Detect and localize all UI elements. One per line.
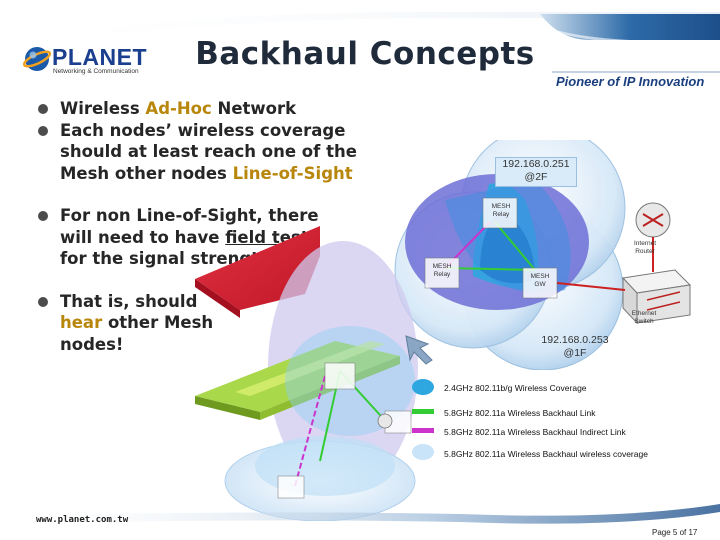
footer-url-link[interactable]: www.planet.com.tw bbox=[36, 515, 129, 525]
legend-swatch-coverage bbox=[412, 444, 434, 460]
legend-label-coverage: 5.8GHz 802.11a Wireless Backhaul wireles… bbox=[444, 449, 648, 459]
arrow-icon bbox=[405, 335, 433, 365]
page-number: Page 5 of 17 bbox=[652, 528, 698, 537]
router-label: Internet Router bbox=[633, 240, 657, 255]
bullet-text: for the signal strength bbox=[60, 249, 271, 268]
logo-text: PLANET bbox=[52, 44, 147, 70]
node-label-top: MESH Relay bbox=[491, 203, 511, 218]
footer-art bbox=[0, 504, 720, 524]
bullet-dot-icon bbox=[38, 211, 48, 221]
mesh-node-top bbox=[482, 197, 518, 229]
bullet-item: That is, should hear other Mesh nodes! bbox=[38, 291, 230, 356]
header-art bbox=[0, 12, 720, 73]
bullet-item: Each nodes’ wireless coverage should at … bbox=[38, 120, 380, 185]
bullet-highlight: hear bbox=[60, 313, 103, 332]
bullet-text: Wireless bbox=[60, 99, 146, 118]
planet-logo-icon bbox=[22, 47, 52, 71]
mesh-node-left bbox=[424, 257, 460, 289]
tagline: Pioneer of IP Innovation bbox=[556, 74, 705, 89]
legend-label-indirect: 5.8GHz 802.11a Wireless Backhaul Indirec… bbox=[444, 427, 626, 437]
bullet-text: That is, should bbox=[60, 291, 198, 311]
bullet-item: Wireless Ad-Hoc Network bbox=[38, 98, 378, 120]
switch-label: Ethernet Switch bbox=[631, 310, 657, 325]
bullet-highlight: Ad-Hoc bbox=[145, 99, 212, 118]
bullet-dot-icon bbox=[38, 104, 48, 114]
bullet-text: Each nodes’ wireless coverage should at … bbox=[60, 120, 357, 183]
mesh-node-right bbox=[522, 267, 558, 299]
node-label-right: MESH GW bbox=[530, 273, 550, 288]
slide-title: Backhaul Concepts bbox=[195, 36, 535, 72]
legend-swatches bbox=[412, 379, 434, 460]
bullet-text: other Mesh nodes! bbox=[60, 313, 214, 354]
ip-label-top: 192.168.0.251 @2F bbox=[495, 157, 577, 187]
legend-label-backhaul: 5.8GHz 802.11a Wireless Backhaul Link bbox=[444, 408, 596, 418]
legend-swatch-2g bbox=[412, 379, 434, 395]
node-label-left: MESH Relay bbox=[432, 263, 452, 278]
legend-label-2g: 2.4GHz 802.11b/g Wireless Coverage bbox=[444, 383, 587, 393]
logo-subtext: Networking & Communication bbox=[53, 68, 139, 75]
building-diagram bbox=[195, 226, 418, 521]
legend-swatch-backhaul bbox=[412, 409, 434, 414]
bullet-text: For non Line-of-Sight, there will need t… bbox=[60, 206, 319, 247]
ip-label-bottom: 192.168.0.253 @1F bbox=[541, 334, 609, 359]
bullet-highlight: Line-of-Sight bbox=[232, 163, 353, 183]
bullet-dot-icon bbox=[38, 125, 48, 136]
legend-swatch-indirect bbox=[412, 428, 434, 433]
bullet-dot-icon bbox=[38, 296, 48, 307]
bullet-text: Network bbox=[211, 99, 297, 118]
